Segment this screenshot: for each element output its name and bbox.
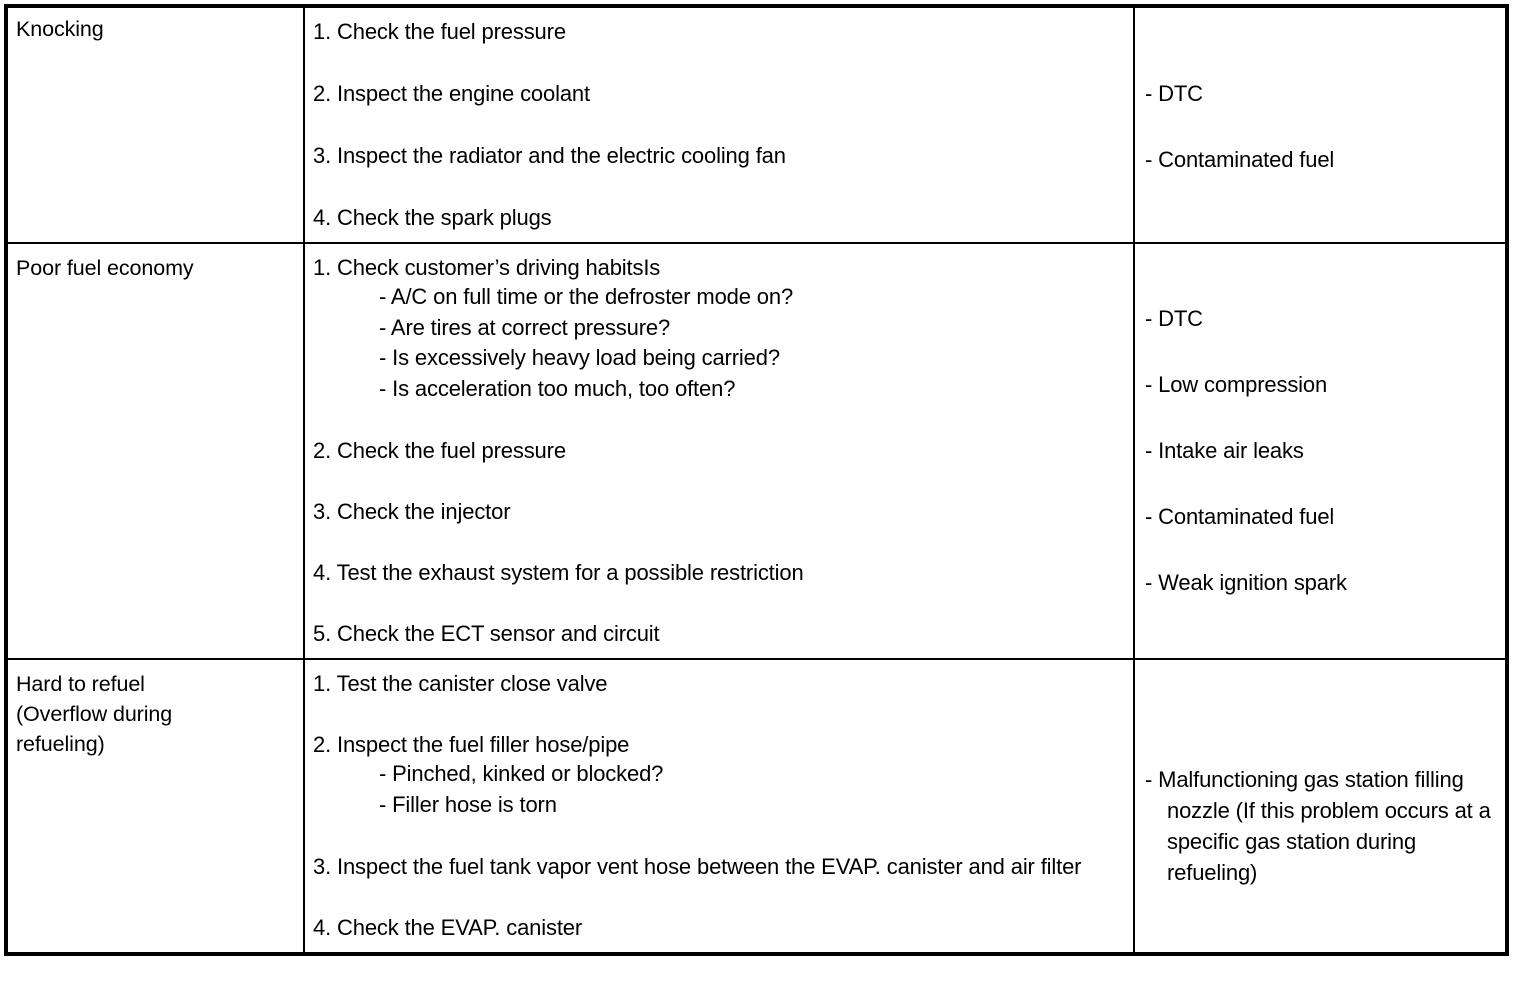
cause-list: - DTC - Low compression - Intake air lea… bbox=[1145, 304, 1497, 597]
sub-step-item: - Are tires at correct pressure? bbox=[379, 314, 671, 340]
sub-step-list: - Pinched, kinked or blocked? - Filler h… bbox=[339, 759, 1125, 820]
step-item: 1. Check the fuel pressure bbox=[313, 19, 566, 44]
steps-cell: 1. Check customer’s driving habitsIs - A… bbox=[303, 242, 1135, 660]
sub-step-item: - Is excessively heavy load being carrie… bbox=[379, 345, 780, 370]
cause-list: - Malfunctioning gas station filling noz… bbox=[1145, 764, 1497, 888]
symptom-cell: Knocking bbox=[5, 5, 305, 244]
step-list: 1. Check the fuel pressure 2. Inspect th… bbox=[313, 17, 1125, 232]
table-row: Knocking 1. Check the fuel pressure 2. I… bbox=[5, 5, 1508, 244]
cause-item: - Malfunctioning gas station filling noz… bbox=[1145, 767, 1491, 885]
cause-item: - Contaminated fuel bbox=[1145, 147, 1335, 172]
step-item: 3. Check the injector bbox=[313, 499, 511, 524]
step-list: 1. Check customer’s driving habitsIs - A… bbox=[313, 253, 1125, 648]
cause-item: - Intake air leaks bbox=[1145, 438, 1304, 463]
symptom-label: Hard to refuel (Overflow during refuelin… bbox=[16, 672, 173, 756]
sub-step-list: - A/C on full time or the defroster mode… bbox=[339, 282, 1125, 404]
step-item: 2. Check the fuel pressure bbox=[313, 438, 566, 463]
step-item: 4. Test the exhaust system for a possibl… bbox=[313, 560, 804, 585]
cause-item: - DTC bbox=[1145, 81, 1203, 106]
cause-item: - Contaminated fuel bbox=[1145, 504, 1335, 529]
symptom-diagnosis-table: Knocking 1. Check the fuel pressure 2. I… bbox=[4, 4, 1509, 956]
cause-list: - DTC - Contaminated fuel bbox=[1145, 79, 1497, 174]
symptom-label: Poor fuel economy bbox=[16, 256, 194, 280]
cause-item: - DTC bbox=[1145, 306, 1203, 331]
step-item: 1. Test the canister close valve bbox=[313, 671, 608, 696]
step-item: 4. Check the spark plugs bbox=[313, 205, 552, 230]
step-text: 1. Check customer’s driving habitsIs bbox=[313, 255, 661, 280]
sub-step-item: - A/C on full time or the defroster mode… bbox=[379, 284, 794, 309]
cause-item: - Weak ignition spark bbox=[1145, 570, 1347, 595]
step-item: 4. Check the EVAP. canister bbox=[313, 915, 583, 940]
step-item: 2. Inspect the fuel filler hose/pipe - P… bbox=[313, 730, 1125, 820]
table-row: Hard to refuel (Overflow during refuelin… bbox=[5, 658, 1508, 955]
step-item: 3. Inspect the fuel tank vapor vent hose… bbox=[313, 854, 1082, 879]
step-item: 1. Check customer’s driving habitsIs - A… bbox=[313, 253, 1125, 404]
step-item: 3. Inspect the radiator and the electric… bbox=[313, 143, 786, 168]
causes-cell: - DTC - Contaminated fuel bbox=[1133, 5, 1508, 244]
step-text: 2. Inspect the fuel filler hose/pipe bbox=[313, 732, 630, 757]
causes-cell: - DTC - Low compression - Intake air lea… bbox=[1133, 242, 1508, 660]
step-list: 1. Test the canister close valve 2. Insp… bbox=[313, 669, 1125, 942]
causes-cell: - Malfunctioning gas station filling noz… bbox=[1133, 658, 1508, 955]
cause-item: - Low compression bbox=[1145, 372, 1328, 397]
table-row: Poor fuel economy 1. Check customer’s dr… bbox=[5, 242, 1508, 660]
sub-step-item: - Filler hose is torn bbox=[379, 791, 557, 817]
sub-step-item: - Is acceleration too much, too often? bbox=[379, 375, 736, 401]
step-item: 5. Check the ECT sensor and circuit bbox=[313, 621, 660, 646]
symptom-cell: Hard to refuel (Overflow during refuelin… bbox=[5, 658, 305, 955]
symptom-cell: Poor fuel economy bbox=[5, 242, 305, 660]
steps-cell: 1. Test the canister close valve 2. Insp… bbox=[303, 658, 1135, 955]
step-item: 2. Inspect the engine coolant bbox=[313, 81, 590, 106]
steps-cell: 1. Check the fuel pressure 2. Inspect th… bbox=[303, 5, 1135, 244]
sub-step-item: - Pinched, kinked or blocked? bbox=[379, 761, 664, 786]
symptom-label: Knocking bbox=[16, 17, 104, 41]
